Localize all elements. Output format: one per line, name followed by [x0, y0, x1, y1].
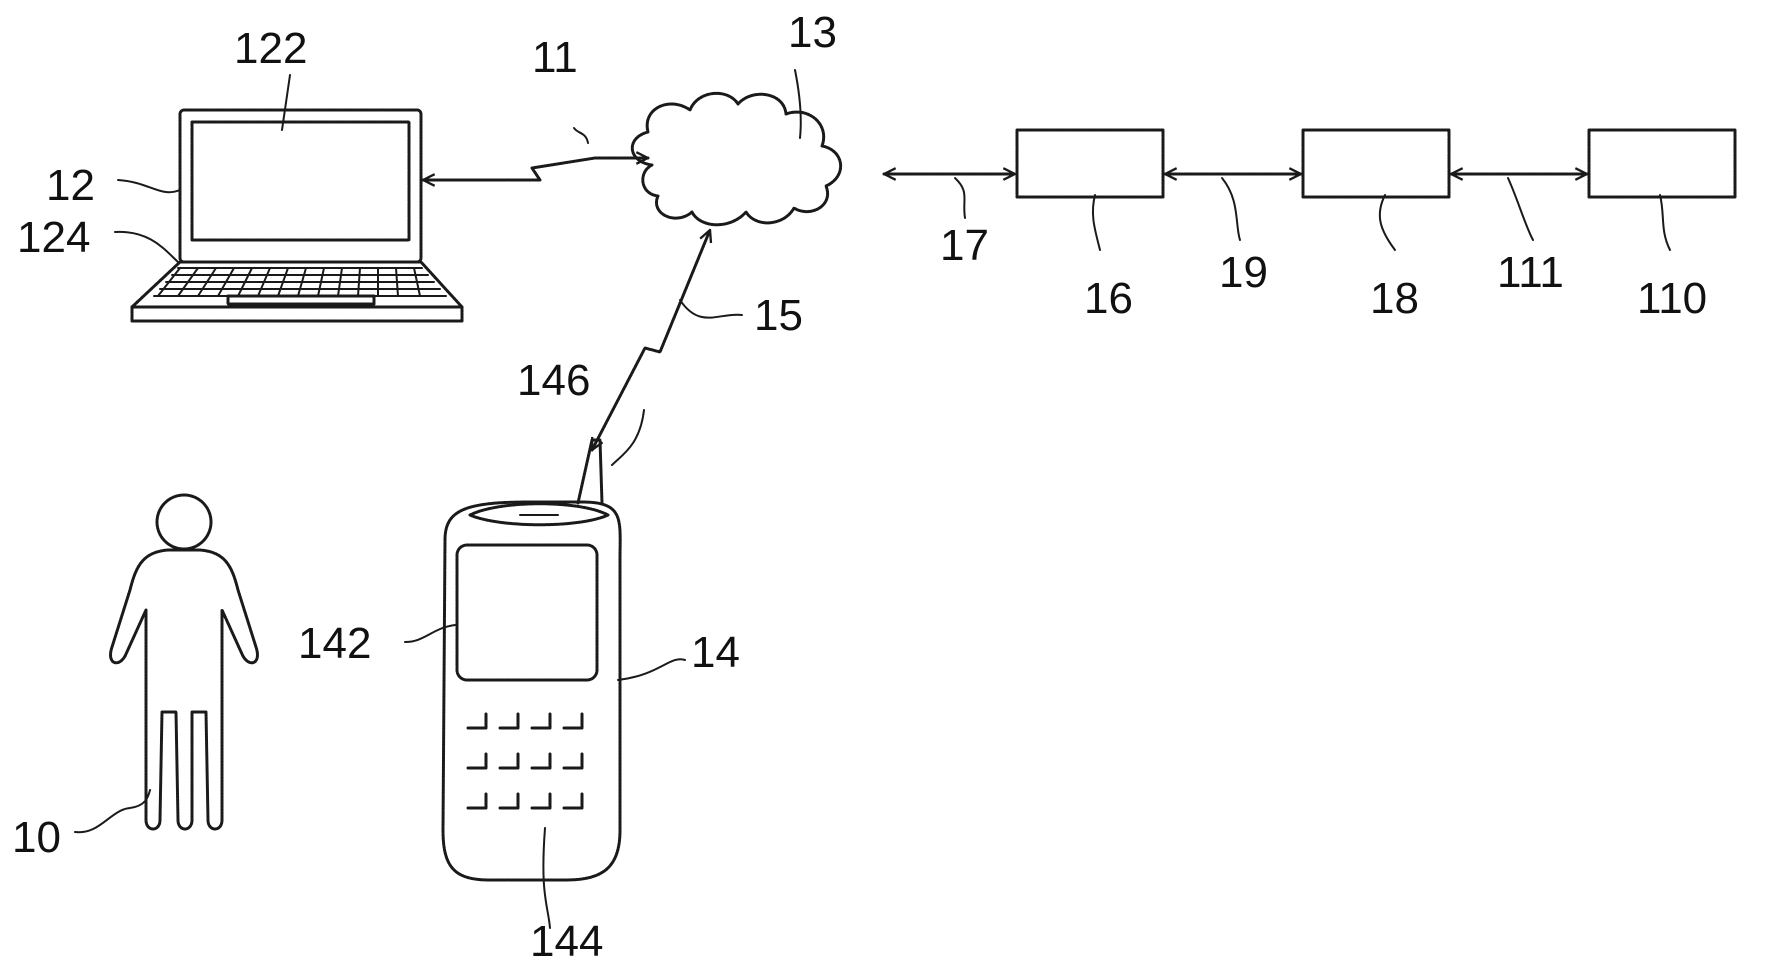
link-phone-label: 15: [754, 291, 803, 340]
laptop-trackpad: [228, 296, 374, 304]
laptop-keyboard-label: 124: [17, 213, 90, 262]
server-c-box: [1589, 130, 1735, 197]
server-a-box: [1017, 130, 1163, 197]
network-label: 13: [788, 8, 837, 57]
laptop: [132, 110, 462, 321]
phone-keypad: [468, 714, 582, 808]
link-c-label: 111: [1497, 248, 1564, 297]
laptop-base-front: [132, 307, 462, 321]
link-laptop-cloud: [423, 158, 648, 180]
link-b-label: 19: [1219, 248, 1268, 297]
link-a-label: 17: [940, 221, 989, 270]
leader-lines: [75, 70, 1670, 928]
phone-screen-label: 142: [298, 619, 371, 668]
network-cloud: [632, 93, 840, 224]
phone-screen: [457, 545, 597, 680]
laptop-screen: [192, 122, 409, 240]
person-head: [157, 495, 211, 549]
mobile-phone: [443, 440, 620, 880]
laptop-screen-label: 122: [234, 24, 307, 73]
laptop-keyboard: [154, 268, 446, 304]
laptop-label: 12: [46, 161, 95, 210]
person-body: [111, 550, 258, 829]
phone-antenna-label: 146: [517, 356, 590, 405]
phone-label: 14: [691, 628, 740, 677]
person-figure: [111, 495, 258, 829]
phone-body: [443, 502, 620, 880]
server-b-label: 18: [1370, 274, 1419, 323]
person-label: 10: [12, 813, 61, 862]
link-laptop-label: 11: [532, 33, 578, 82]
server-a-label: 16: [1084, 274, 1133, 323]
server-c-label: 110: [1637, 274, 1707, 323]
phone-antenna: [578, 440, 602, 503]
phone-keypad-label: 144: [530, 917, 603, 966]
server-b-box: [1303, 130, 1449, 197]
link-phone-cloud: [592, 230, 710, 450]
